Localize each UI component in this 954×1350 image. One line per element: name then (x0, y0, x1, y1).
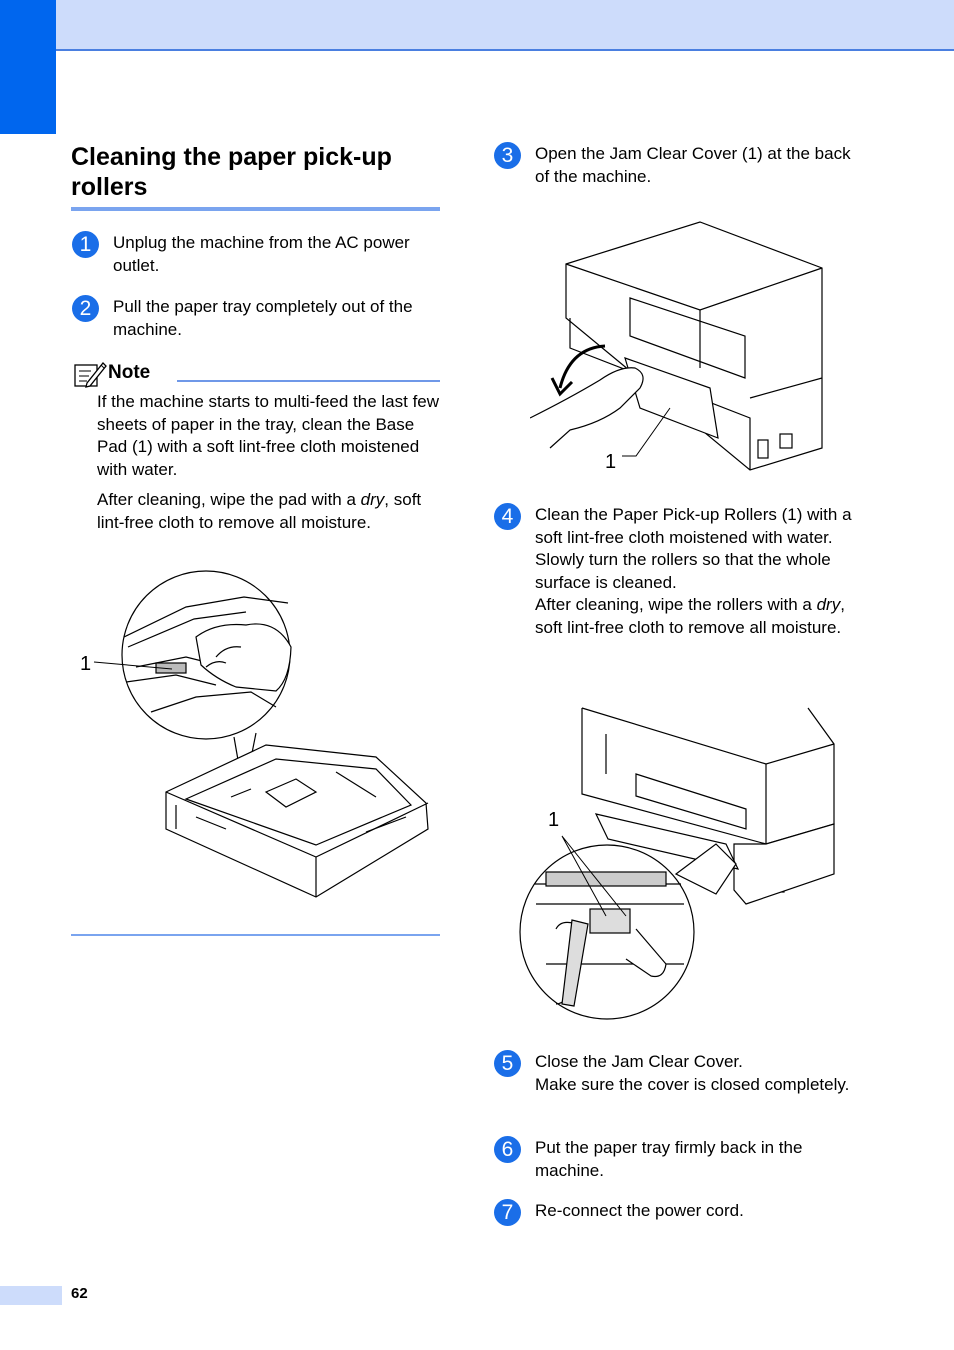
step-text: Pull the paper tray completely out of th… (113, 297, 413, 339)
step-number: 4 (494, 503, 521, 530)
paper-tray-illustration: 1 (80, 570, 429, 898)
note-paragraph-1: If the machine starts to multi-feed the … (97, 392, 440, 479)
note-pencil-icon (74, 362, 107, 388)
section-title: Cleaning the paper pick-up rollers (71, 143, 392, 201)
step-number: 3 (494, 142, 521, 169)
step-text: Unplug the machine from the AC power out… (113, 233, 410, 275)
step-7: 7 Re-connect the power cord. (494, 1199, 864, 1229)
step-number: 6 (494, 1136, 521, 1163)
note-rule (177, 380, 440, 382)
step-number: 1 (72, 231, 99, 258)
step-text: Re-connect the power cord. (535, 1201, 744, 1220)
section-end-rule (71, 934, 440, 936)
jam-clear-cover-illustration: 1 (530, 221, 823, 473)
step-text: Close the Jam Clear Cover. Make sure the… (535, 1052, 850, 1094)
chapter-tab (0, 0, 56, 134)
step-text: Clean the Paper Pick-up Rollers (1) with… (535, 505, 852, 637)
step-5: 5 Close the Jam Clear Cover. Make sure t… (494, 1050, 864, 1120)
step-6: 6 Put the paper tray firmly back in the … (494, 1136, 864, 1186)
step-3: 3 Open the Jam Clear Cover (1) at the ba… (494, 142, 864, 192)
note-paragraph-2: After cleaning, wipe the pad with a dry,… (97, 490, 422, 532)
callout-1: 1 (605, 451, 616, 473)
pick-up-rollers-illustration: 1 (519, 707, 835, 1020)
step-number: 2 (72, 295, 99, 322)
step-4: 4 Clean the Paper Pick-up Rollers (1) wi… (494, 503, 864, 688)
page-number: 62 (71, 1285, 88, 1302)
footer-bar (0, 1286, 62, 1305)
title-underline (71, 207, 440, 211)
step-1: 1 Unplug the machine from the AC power o… (72, 231, 442, 281)
callout-1: 1 (548, 809, 559, 831)
callout-1: 1 (80, 653, 91, 675)
note-title: Note (108, 362, 151, 383)
header-band (0, 0, 954, 51)
step-text: Put the paper tray firmly back in the ma… (535, 1138, 803, 1180)
step-number: 5 (494, 1050, 521, 1077)
step-text: Open the Jam Clear Cover (1) at the back… (535, 144, 851, 186)
step-number: 7 (494, 1199, 521, 1226)
step-2: 2 Pull the paper tray completely out of … (72, 295, 442, 345)
